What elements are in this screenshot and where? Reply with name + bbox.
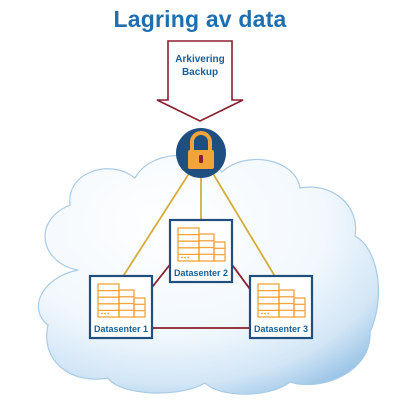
datacenter-1: Datasenter 1 (88, 274, 154, 340)
lock-line-dc3 (211, 171, 277, 279)
datacenter-2: Datasenter 2 (168, 218, 234, 284)
arrow-label-backup: Backup (181, 67, 219, 78)
arrow-down-icon (156, 40, 244, 122)
datacenter-3-label: Datasenter 3 (254, 324, 308, 334)
datacenter-2-label: Datasenter 2 (174, 268, 228, 278)
datacenter-3-frame (248, 274, 314, 340)
server-rack-icon (257, 283, 306, 318)
lock-line-dc1 (121, 171, 191, 279)
arrow-label: Arkivering Backup (160, 53, 240, 79)
datacenter-1-frame (88, 274, 154, 340)
datacenter-2-frame (168, 218, 234, 284)
lock-icon (176, 128, 226, 178)
lock-connections (121, 171, 277, 279)
datacenter-1-label: Datasenter 1 (94, 324, 148, 334)
server-rack-icon (177, 227, 226, 262)
server-rack-icon (97, 283, 146, 318)
datacenter-3: Datasenter 3 (248, 274, 314, 340)
diagram-title: Lagring av data (113, 6, 287, 32)
arrow-label-archiving: Arkivering (175, 54, 225, 65)
